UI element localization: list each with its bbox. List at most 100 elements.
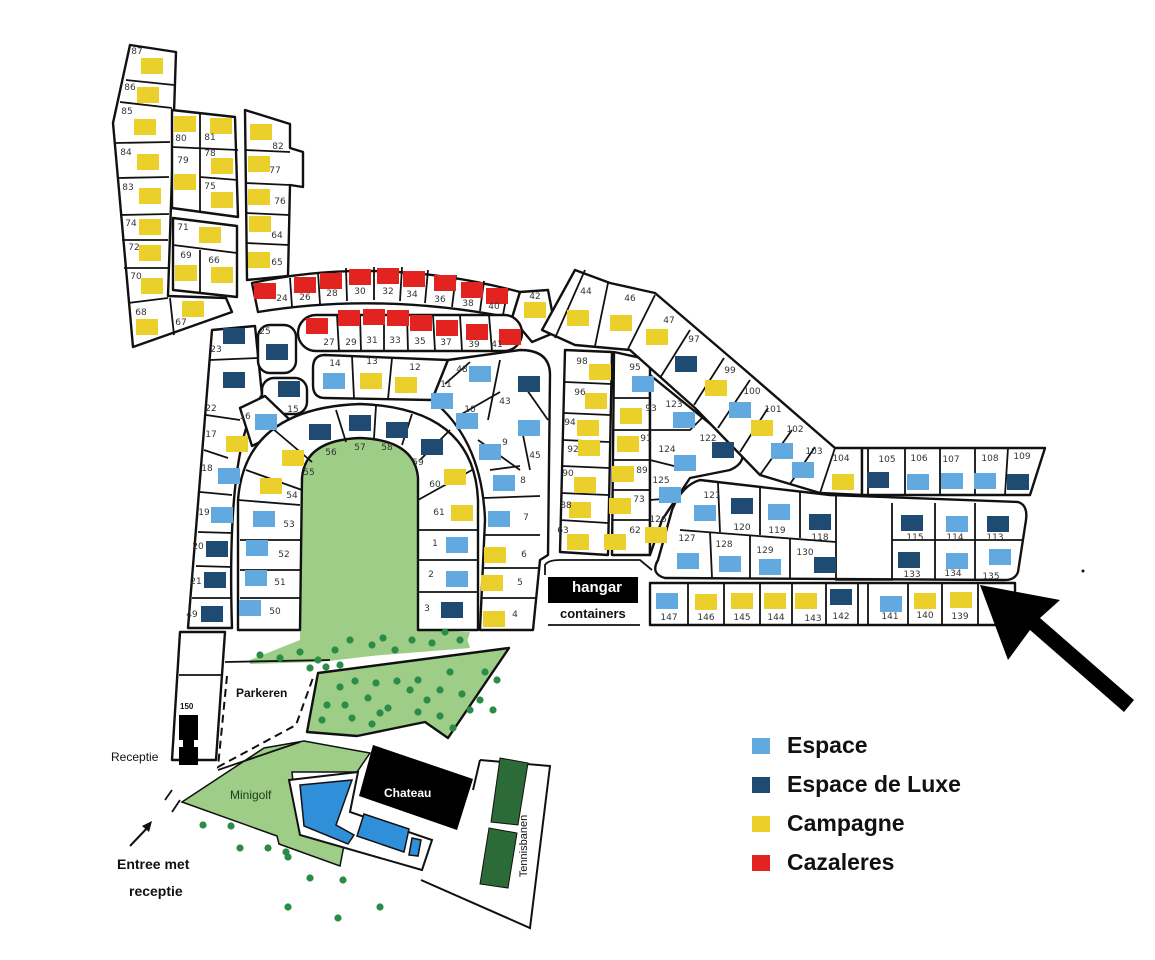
plot-marker-cazaleres[interactable] [410, 315, 432, 331]
plot-marker-espace[interactable] [246, 540, 268, 556]
plot-marker-campagne[interactable] [282, 450, 304, 466]
plot-marker-campagne[interactable] [136, 319, 158, 335]
plot-marker-campagne[interactable] [585, 393, 607, 409]
plot-marker-campagne[interactable] [950, 592, 972, 608]
plot-marker-campagne[interactable] [620, 408, 642, 424]
plot-marker-campagne[interactable] [141, 278, 163, 294]
plot-marker-espace[interactable] [941, 473, 963, 489]
plot-marker-campagne[interactable] [174, 116, 196, 132]
plot-marker-espace[interactable] [729, 402, 751, 418]
plot-marker-espace[interactable] [974, 473, 996, 489]
plot-marker-espace-luxe[interactable] [278, 381, 300, 397]
plot-marker-cazaleres[interactable] [294, 277, 316, 293]
plot-marker-campagne[interactable] [137, 154, 159, 170]
plot-marker-espace-luxe[interactable] [223, 372, 245, 388]
plot-marker-espace-luxe[interactable] [441, 602, 463, 618]
plot-marker-espace-luxe[interactable] [421, 439, 443, 455]
plot-marker-espace[interactable] [771, 443, 793, 459]
plot-marker-campagne[interactable] [249, 216, 271, 232]
plot-marker-espace[interactable] [677, 553, 699, 569]
plot-marker-espace[interactable] [907, 474, 929, 490]
plot-marker-campagne[interactable] [248, 252, 270, 268]
plot-marker-campagne[interactable] [139, 219, 161, 235]
plot-marker-campagne[interactable] [137, 87, 159, 103]
plot-marker-espace-luxe[interactable] [1007, 474, 1029, 490]
plot-marker-campagne[interactable] [695, 594, 717, 610]
plot-marker-campagne[interactable] [248, 189, 270, 205]
plot-marker-campagne[interactable] [174, 174, 196, 190]
plot-marker-campagne[interactable] [199, 227, 221, 243]
plot-marker-espace[interactable] [211, 507, 233, 523]
plot-marker-espace[interactable] [446, 537, 468, 553]
plot-marker-espace[interactable] [239, 600, 261, 616]
plot-marker-espace[interactable] [488, 511, 510, 527]
plot-marker-espace[interactable] [255, 414, 277, 430]
plot-marker-espace[interactable] [518, 420, 540, 436]
plot-marker-campagne[interactable] [795, 593, 817, 609]
plot-marker-campagne[interactable] [211, 158, 233, 174]
plot-marker-cazaleres[interactable] [349, 269, 371, 285]
plot-marker-campagne[interactable] [751, 420, 773, 436]
plot-marker-campagne[interactable] [484, 547, 506, 563]
plot-marker-espace[interactable] [768, 504, 790, 520]
plot-marker-espace[interactable] [218, 468, 240, 484]
plot-marker-espace-luxe[interactable] [898, 552, 920, 568]
plot-marker-espace-luxe[interactable] [204, 572, 226, 588]
plot-marker-campagne[interactable] [569, 502, 591, 518]
plot-marker-espace-luxe[interactable] [675, 356, 697, 372]
plot-marker-espace[interactable] [245, 570, 267, 586]
plot-marker-espace[interactable] [656, 593, 678, 609]
plot-marker-cazaleres[interactable] [306, 318, 328, 334]
plot-marker-campagne[interactable] [610, 315, 632, 331]
plot-marker-cazaleres[interactable] [363, 309, 385, 325]
plot-marker-campagne[interactable] [210, 118, 232, 134]
plot-marker-espace-luxe[interactable] [830, 589, 852, 605]
plot-marker-campagne[interactable] [567, 310, 589, 326]
plot-marker-espace-luxe[interactable] [814, 557, 836, 573]
plot-marker-espace[interactable] [469, 366, 491, 382]
plot-marker-cazaleres[interactable] [499, 329, 521, 345]
plot-marker-campagne[interactable] [914, 593, 936, 609]
plot-marker-espace-luxe[interactable] [349, 415, 371, 431]
plot-marker-campagne[interactable] [248, 156, 270, 172]
plot-marker-espace[interactable] [674, 455, 696, 471]
plot-marker-campagne[interactable] [612, 466, 634, 482]
plot-marker-espace[interactable] [253, 511, 275, 527]
plot-marker-campagne[interactable] [731, 593, 753, 609]
plot-marker-campagne[interactable] [646, 329, 668, 345]
plot-marker-espace[interactable] [323, 373, 345, 389]
plot-marker-espace[interactable] [946, 553, 968, 569]
plot-marker-campagne[interactable] [578, 440, 600, 456]
plot-marker-espace-luxe[interactable] [731, 498, 753, 514]
plot-marker-espace[interactable] [446, 571, 468, 587]
plot-marker-espace-luxe[interactable] [809, 514, 831, 530]
plot-marker-campagne[interactable] [481, 575, 503, 591]
plot-marker-campagne[interactable] [211, 267, 233, 283]
plot-marker-cazaleres[interactable] [254, 283, 276, 299]
plot-marker-cazaleres[interactable] [403, 271, 425, 287]
plot-marker-cazaleres[interactable] [338, 310, 360, 326]
plot-marker-cazaleres[interactable] [387, 310, 409, 326]
plot-marker-campagne[interactable] [524, 302, 546, 318]
plot-marker-espace[interactable] [632, 376, 654, 392]
plot-marker-cazaleres[interactable] [436, 320, 458, 336]
plot-marker-campagne[interactable] [589, 364, 611, 380]
plot-marker-campagne[interactable] [609, 498, 631, 514]
plot-marker-campagne[interactable] [604, 534, 626, 550]
plot-marker-espace[interactable] [456, 413, 478, 429]
plot-marker-espace[interactable] [479, 444, 501, 460]
plot-marker-campagne[interactable] [567, 534, 589, 550]
plot-marker-campagne[interactable] [764, 593, 786, 609]
plot-marker-cazaleres[interactable] [320, 273, 342, 289]
plot-marker-campagne[interactable] [483, 611, 505, 627]
plot-marker-espace-luxe[interactable] [206, 541, 228, 557]
plot-marker-campagne[interactable] [211, 192, 233, 208]
plot-marker-campagne[interactable] [574, 477, 596, 493]
plot-marker-espace[interactable] [673, 412, 695, 428]
plot-marker-campagne[interactable] [395, 377, 417, 393]
plot-marker-espace-luxe[interactable] [386, 422, 408, 438]
plot-marker-campagne[interactable] [134, 119, 156, 135]
plot-marker-espace-luxe[interactable] [201, 606, 223, 622]
plot-marker-campagne[interactable] [141, 58, 163, 74]
plot-marker-campagne[interactable] [182, 301, 204, 317]
